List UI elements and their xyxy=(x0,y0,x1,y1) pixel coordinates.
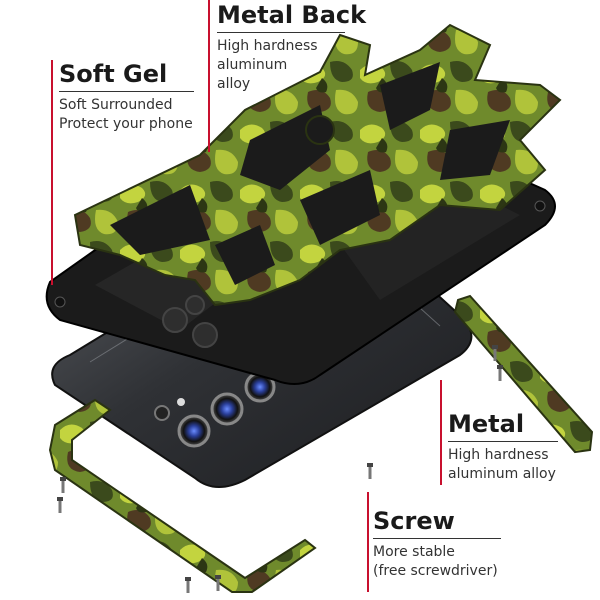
metal-desc-line-1: High hardness xyxy=(448,447,549,463)
metal-desc-line-2: aluminum alloy xyxy=(448,466,556,482)
screw-callout: Screw More stable (free screwdriver) xyxy=(373,508,501,581)
metal-back-desc-line-2: aluminum xyxy=(217,57,288,73)
right-side-bumper xyxy=(453,294,594,454)
screw-title: Screw xyxy=(373,507,455,535)
screw-pointer-line xyxy=(367,492,369,592)
soft-gel-desc-line-1: Soft Surrounded xyxy=(59,97,173,113)
metal-back-desc-line-1: High hardness xyxy=(217,38,318,54)
left-bottom-bumper xyxy=(48,398,317,593)
metal-back-title: Metal Back xyxy=(217,1,367,29)
soft-gel-divider xyxy=(59,91,194,92)
screw-desc-line-1: More stable xyxy=(373,544,455,560)
metal-divider xyxy=(448,441,558,442)
screw-divider xyxy=(373,538,501,539)
soft-gel-pointer-line xyxy=(51,60,53,285)
metal-pointer-line xyxy=(440,380,442,485)
screw-desc-line-2: (free screwdriver) xyxy=(373,563,498,579)
screws xyxy=(57,345,503,593)
metal-back-pointer-line xyxy=(208,0,210,152)
metal-title: Metal xyxy=(448,410,525,438)
soft-gel-title: Soft Gel xyxy=(59,60,168,88)
metal-callout: Metal High hardness aluminum alloy xyxy=(448,411,558,484)
camera-lenses xyxy=(154,371,276,448)
soft-gel-desc-line-2: Protect your phone xyxy=(59,116,193,132)
metal-back-callout: Metal Back High hardness aluminum alloy xyxy=(217,1,367,94)
soft-gel-callout: Soft Gel Soft Surrounded Protect your ph… xyxy=(59,61,194,134)
metal-back-desc-line-3: alloy xyxy=(217,76,251,92)
metal-back-divider xyxy=(217,32,345,33)
metal-back-frame xyxy=(73,23,562,307)
